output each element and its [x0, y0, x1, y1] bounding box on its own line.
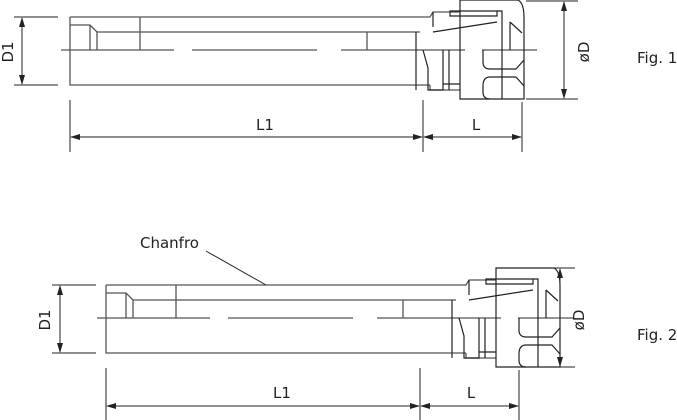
- l-label: L: [467, 384, 476, 402]
- figure-2: Chanfro D1 L1 L øD Fig. 2: [36, 234, 677, 420]
- figure-caption: Fig. 1: [637, 49, 677, 67]
- od-label: øD: [570, 310, 588, 331]
- figure-caption: Fig. 2: [637, 326, 677, 344]
- l1-label: L1: [273, 384, 291, 402]
- l1-label: L1: [256, 116, 274, 134]
- chamfer-callout: Chanfro: [140, 234, 199, 252]
- d1-label: D1: [0, 41, 17, 62]
- d1-label: D1: [36, 309, 54, 330]
- chamfer-leader-line: [205, 250, 267, 286]
- collet-holder-drawing: [60, 0, 538, 100]
- collet-holder-drawing: [96, 267, 574, 368]
- od-label: øD: [575, 42, 593, 63]
- l-label: L: [472, 116, 481, 134]
- figure-1: D1 L1 L øD Fig. 1: [0, 0, 677, 152]
